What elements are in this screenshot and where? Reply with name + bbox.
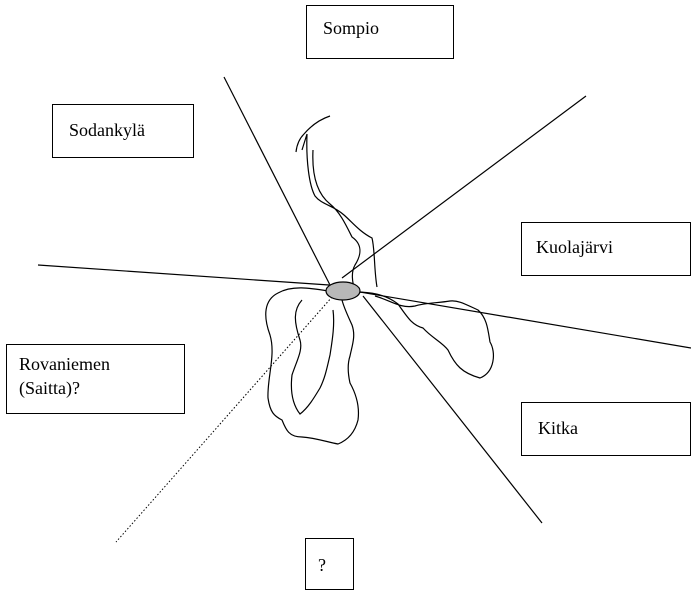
region-text-rovaniemen: Rovaniemen [19, 354, 110, 374]
lake-shoreline-east [354, 291, 495, 379]
region-text-saitta: (Saitta)? [19, 378, 80, 398]
boundary-line-southeast [362, 295, 543, 524]
lake-shoreline-southwest [265, 287, 360, 445]
region-text-kitka: Kitka [538, 418, 578, 438]
region-text-sodankyla: Sodankylä [69, 120, 145, 140]
boundary-line-west [37, 264, 330, 286]
boundary-line-northeast [341, 95, 587, 279]
boundary-line-east [359, 291, 691, 349]
region-label-sodankyla: Sodankylä [52, 104, 194, 158]
region-text-kuolajarvi: Kuolajärvi [536, 237, 613, 257]
region-label-sompio: Sompio [306, 5, 454, 59]
lake-shoreline-north [295, 115, 378, 291]
region-label-unknown: ? [305, 538, 354, 590]
region-text-unknown: ? [318, 555, 326, 575]
boundary-line-northwest [223, 76, 331, 286]
region-label-rovaniemen: Rovaniemen (Saitta)? [6, 344, 185, 414]
boundary-line-southwest-dotted [115, 296, 333, 543]
region-text-sompio: Sompio [323, 18, 380, 38]
center-lake [325, 281, 361, 301]
region-label-kitka: Kitka [521, 402, 691, 456]
region-label-kuolajarvi: Kuolajärvi [521, 222, 691, 276]
